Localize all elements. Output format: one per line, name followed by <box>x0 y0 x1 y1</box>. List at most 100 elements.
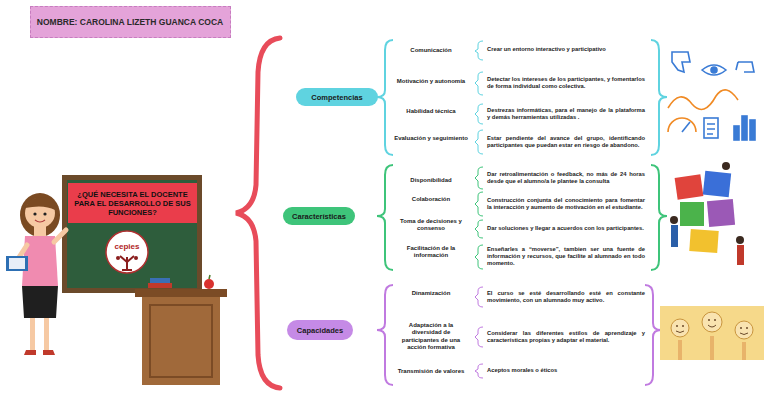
puzzle-illustration-part <box>680 202 704 226</box>
icons-illustration-part <box>734 126 739 140</box>
item-name: Disponibilidad <box>393 177 469 184</box>
teacher-figure-part <box>20 193 60 237</box>
item-brace-part <box>475 327 483 347</box>
teacher-figure-part <box>6 256 28 271</box>
icons-illustration-part <box>750 120 755 140</box>
item-brace-part <box>475 245 483 269</box>
node-text: Características <box>292 212 346 221</box>
desk-part <box>135 289 227 297</box>
item-description: Aceptos morales o éticos <box>487 367 645 374</box>
item-name: Evaluación y seguimiento <box>393 135 469 142</box>
item-brace-part <box>475 287 483 307</box>
emoji-illustration-part <box>740 327 742 329</box>
node-text: NOMBRE: CAROLINA LIZETH GUANCA COCA <box>37 17 223 27</box>
emoji-illustration-part <box>746 327 748 329</box>
teacher-figure-part <box>30 318 35 350</box>
node-text: Competencias <box>311 93 362 102</box>
item-description: Estar pendiente del avance del grupo, id… <box>487 135 645 149</box>
chalkboard-part <box>67 180 197 288</box>
icons-illustration-part <box>711 67 717 73</box>
emoji-illustration-part <box>682 325 684 327</box>
item-brace-part <box>475 192 483 216</box>
main-brace-part <box>236 38 280 388</box>
emoji-illustration-part <box>708 319 710 321</box>
teacher-figure <box>6 193 66 355</box>
desk <box>135 275 227 385</box>
teacher-figure-part <box>22 286 58 318</box>
desk-part <box>142 297 220 385</box>
puzzle-illustration-part <box>722 162 730 170</box>
logo-part <box>116 256 120 260</box>
desk-part <box>150 278 170 283</box>
icons-illustration-part <box>702 65 726 75</box>
teacher-figure-part <box>25 198 55 228</box>
puzzle-illustration-part <box>736 236 744 244</box>
icons-illustration-part <box>668 90 738 110</box>
item-brace-part <box>475 130 483 154</box>
emoji-illustration <box>660 306 764 360</box>
title-band: ¿QUÉ NECESITA EL DOCENTE PARA EL DESARRO… <box>68 183 197 223</box>
item-description: Dar retroalimentación o feedback, no más… <box>487 171 645 185</box>
teacher-figure-part <box>54 230 66 242</box>
item-description: Considerar las diferentes estilos de apr… <box>487 330 645 344</box>
chalkboard <box>62 175 202 293</box>
item-name: Toma de decisiones y consenso <box>393 218 469 233</box>
category-pill: Capacidades <box>287 320 353 340</box>
puzzle-illustration-part <box>689 229 718 253</box>
item-description: Destrezas informáticas, para el manejo d… <box>487 107 645 121</box>
logo-text: cepies <box>107 242 147 252</box>
closing-brace-part <box>651 40 667 155</box>
teacher-figure-part <box>33 212 36 215</box>
item-brace-part <box>475 364 483 378</box>
icons-illustration-part <box>704 118 718 138</box>
teacher-figure-part <box>44 318 49 350</box>
desk-part <box>150 305 212 377</box>
icons-illustration-part <box>668 118 696 132</box>
category-pill: Características <box>283 207 355 225</box>
logo-part <box>106 231 148 273</box>
item-name: Motivación y autonomía <box>393 78 469 85</box>
puzzle-illustration-part <box>670 216 678 224</box>
item-brace-part <box>475 220 483 238</box>
item-name: Dinamización <box>393 290 469 297</box>
item-name: Colaboración <box>393 196 469 203</box>
emoji-illustration-part <box>735 321 753 339</box>
item-description: Dar soluciones y llegar a acuerdos con l… <box>487 225 645 232</box>
item-brace-part <box>475 167 483 189</box>
main-brace <box>236 38 280 388</box>
icons-illustration-part <box>736 62 754 72</box>
teacher-figure-part <box>25 197 55 210</box>
node-text: Capacidades <box>297 326 343 335</box>
emoji-illustration-part <box>676 325 678 327</box>
puzzle-illustration-part <box>703 171 731 198</box>
section-brace-part <box>377 285 393 385</box>
closing-brace-part <box>651 165 667 270</box>
icons-illustration-part <box>707 124 715 134</box>
item-description: Construcción conjunta del conocimiento p… <box>487 197 645 211</box>
item-description: Detectar los intereses de los participan… <box>487 76 645 90</box>
item-name: Adaptación a la diversidad de participan… <box>393 322 469 351</box>
item-brace-part <box>475 104 483 124</box>
chalkboard-part <box>62 175 202 293</box>
logo-part <box>120 256 134 270</box>
item-brace <box>475 41 483 378</box>
item-brace-part <box>475 72 483 95</box>
item-description: El curso se esté desarrollando esté en c… <box>487 290 645 304</box>
closing-brace-part <box>645 285 661 385</box>
section-brace <box>377 40 393 385</box>
icons-illustration-part <box>672 52 690 72</box>
section-brace-part <box>377 40 393 155</box>
teacher-figure-part <box>24 350 36 355</box>
puzzle-illustration-part <box>675 174 704 199</box>
icons-illustration <box>668 52 755 140</box>
item-name: Habilidad técnica <box>393 108 469 115</box>
item-name: Facilitación de la información <box>393 245 469 260</box>
desk-part <box>209 275 210 279</box>
section-brace-part <box>377 165 393 270</box>
name-banner: NOMBRE: CAROLINA LIZETH GUANCA COCA <box>30 6 231 38</box>
node-text: ¿QUÉ NECESITA EL DOCENTE PARA EL DESARRO… <box>73 190 192 217</box>
puzzle-illustration-part <box>671 225 678 247</box>
emoji-illustration-part <box>671 319 689 337</box>
logo-part <box>134 256 138 260</box>
category-pill: Competencias <box>296 88 378 106</box>
